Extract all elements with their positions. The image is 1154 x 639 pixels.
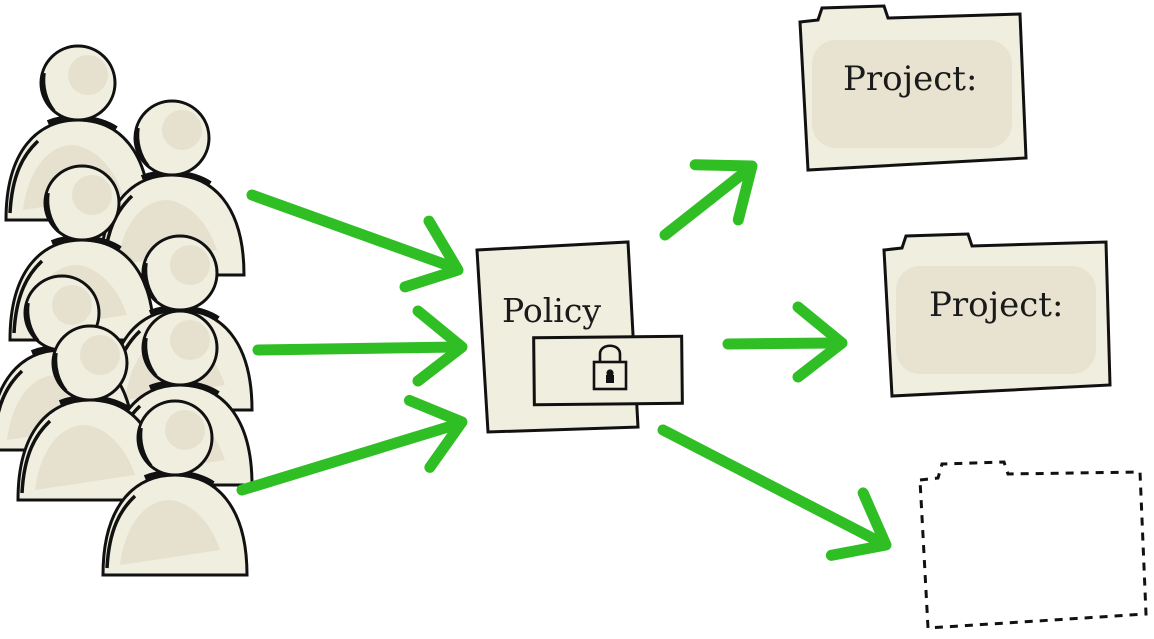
project-folder-2: Project: [882,232,1112,398]
arrow-bottom [236,388,472,496]
arrow-to-project-1 [659,138,773,241]
arrow-top [246,189,470,302]
policy-lock-card [532,334,684,407]
arrow-to-project-2 [722,307,842,377]
policy-to-project-arrows [657,138,902,576]
user-to-policy-arrows [236,189,472,496]
padlock-icon [592,344,628,391]
project-folder-3-empty [918,460,1148,630]
project-1-label: Project: [843,59,977,99]
arrow-to-project-3 [657,424,902,575]
policy-label: Policy [502,291,601,330]
users-group [0,46,252,575]
arrow-middle [252,311,462,381]
project-folder-1: Project: [798,4,1028,172]
policy-document: Policy [475,240,684,434]
project-2-label: Project: [929,285,1063,325]
